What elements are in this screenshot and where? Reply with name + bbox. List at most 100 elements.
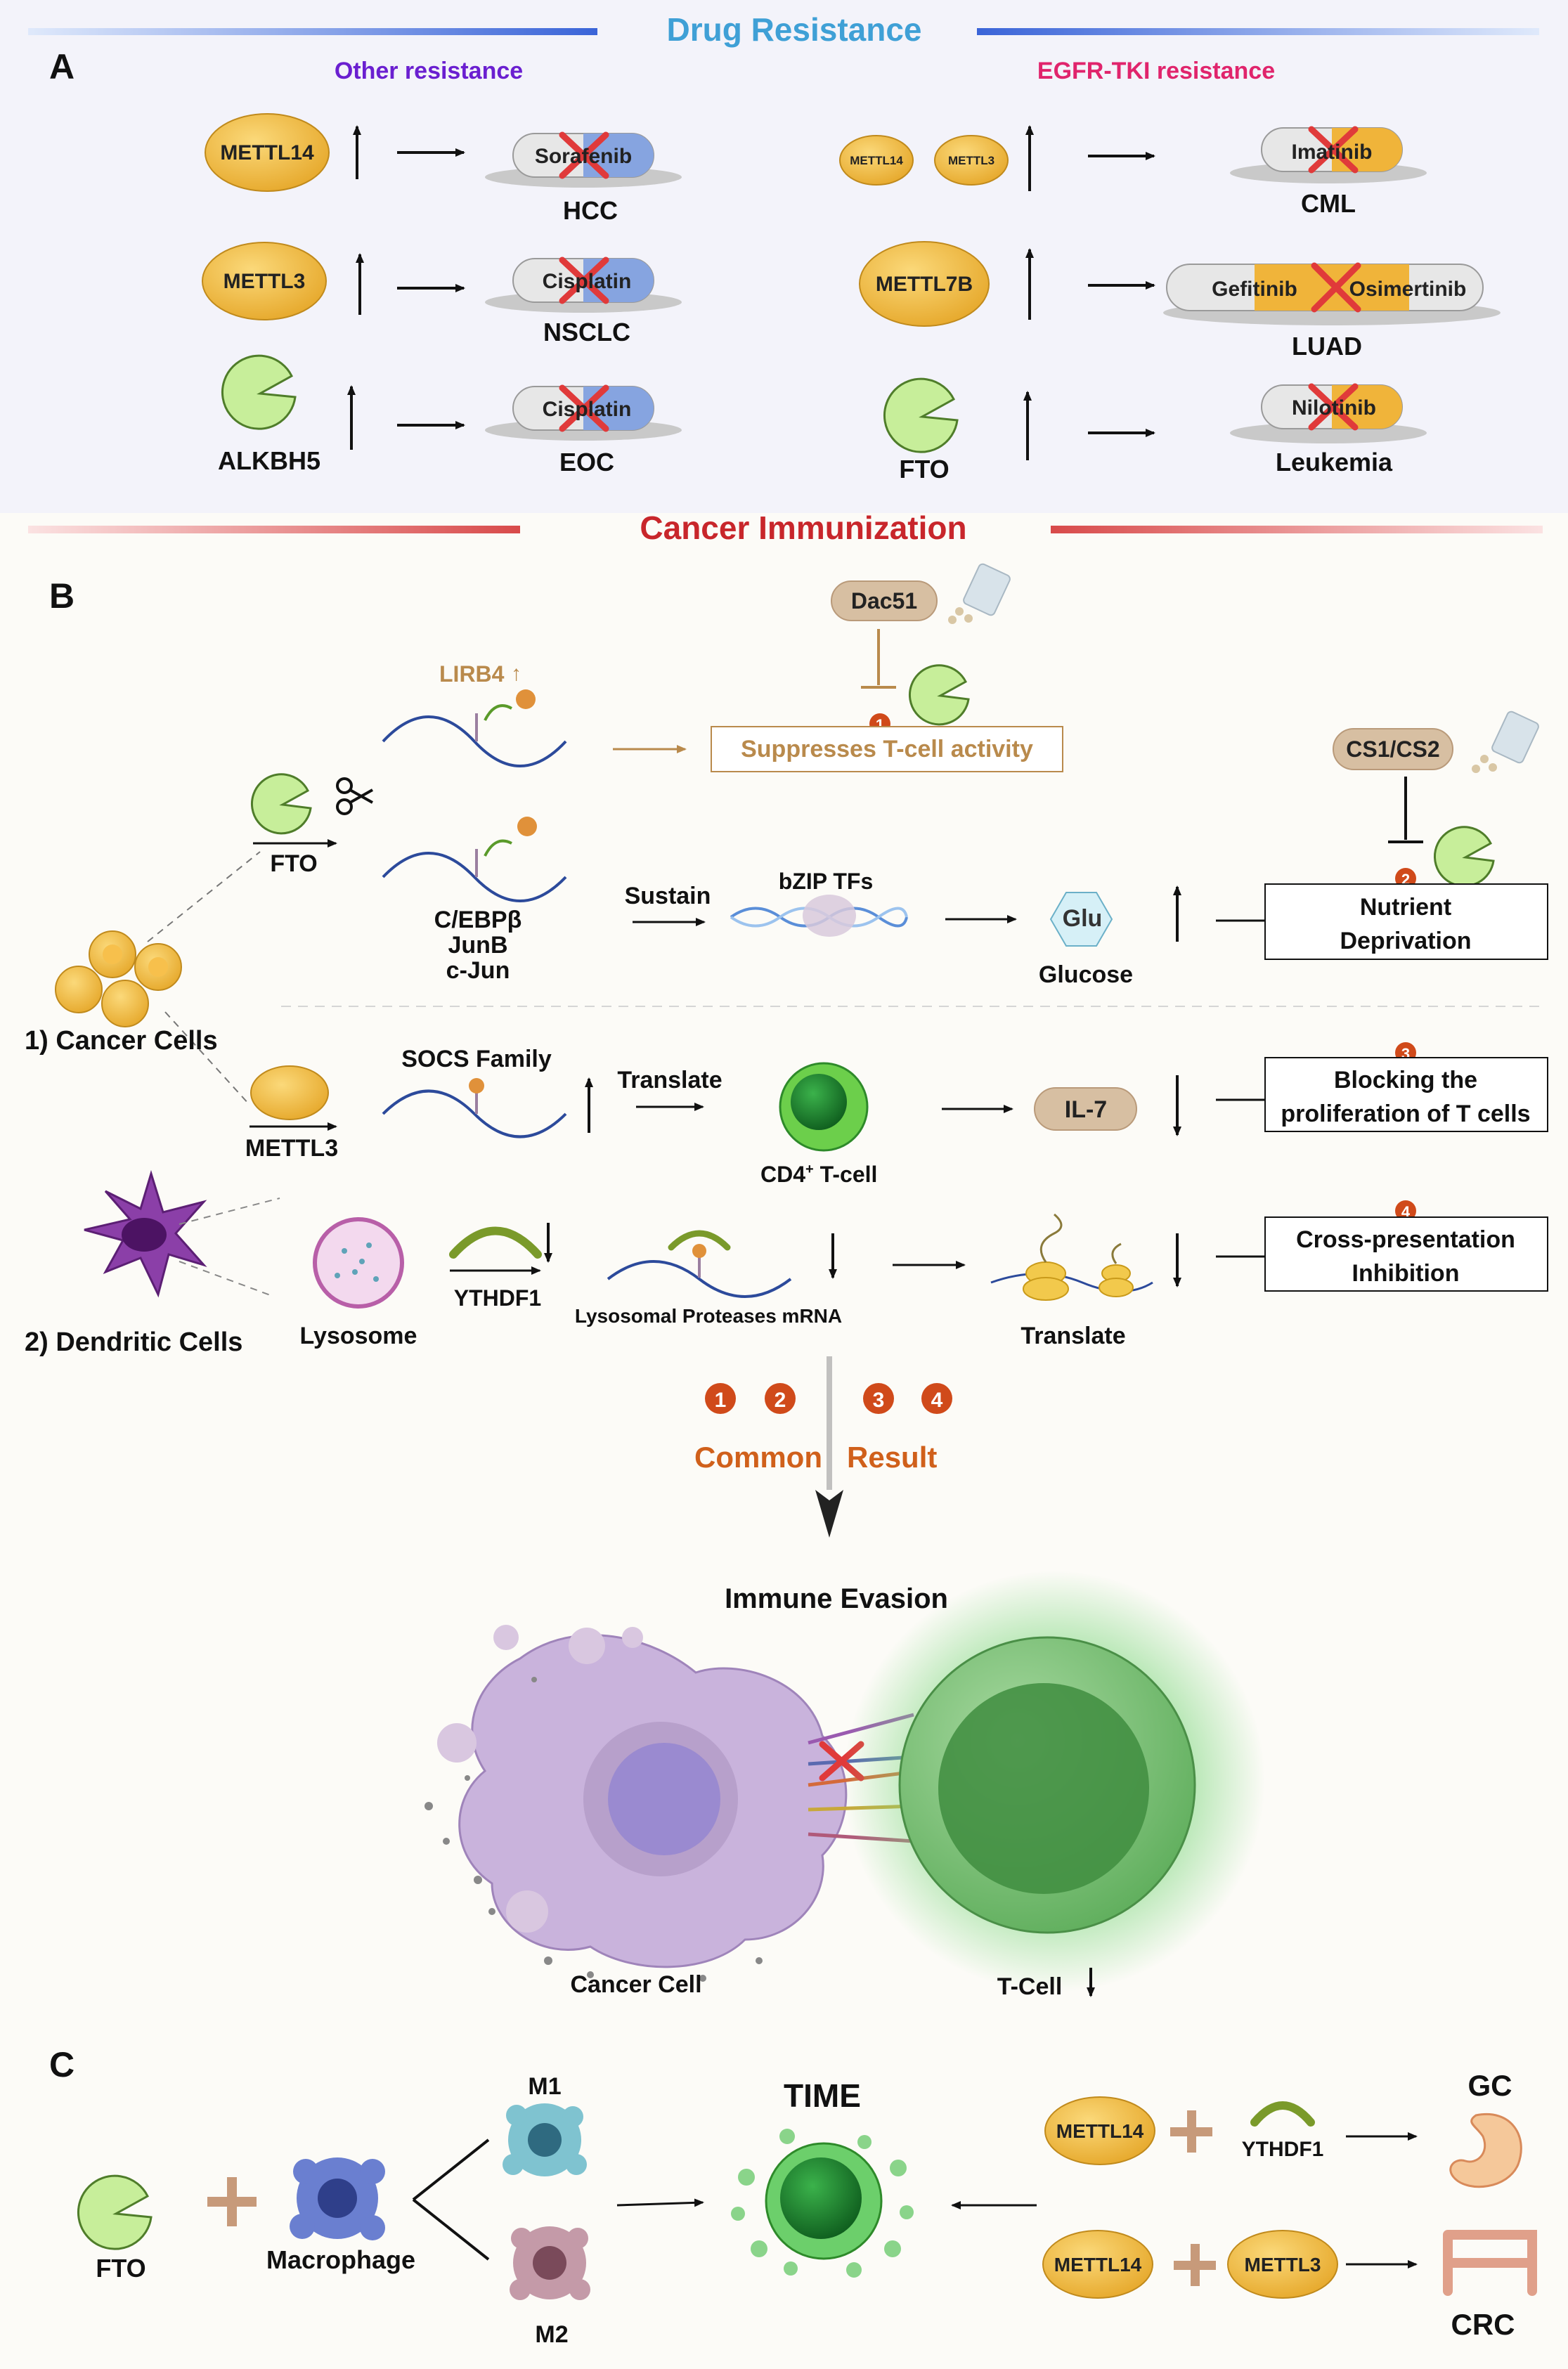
disease-label: LUAD <box>1292 332 1362 361</box>
fto-pacman-icon <box>77 2174 153 2250</box>
enzyme-blob-icon <box>839 135 914 186</box>
drug-label: Gefitinib <box>1212 278 1297 301</box>
disease-label: NSCLC <box>543 318 630 346</box>
cancer-cells-label: 1) Cancer Cells <box>25 1026 218 1056</box>
enzyme-label: ALKBH5 <box>218 446 320 475</box>
enzyme-label: METTL7B <box>876 273 973 296</box>
enzyme-blob-icon <box>1044 2096 1155 2165</box>
blocking-label: Blocking the <box>1334 1067 1477 1093</box>
disease-label: Leukemia <box>1276 448 1393 476</box>
step-number: 3 <box>873 1389 885 1412</box>
step-badge <box>863 1383 894 1414</box>
drug-label: Cisplatin <box>543 398 632 421</box>
pill-capsule-icon <box>512 258 654 303</box>
immune-evasion-label: Immune Evasion <box>725 1583 948 1614</box>
glu-label: Glu <box>1063 905 1103 932</box>
drug-label: Nilotinib <box>1292 396 1376 420</box>
cancer-immunization-banner: Cancer Immunization <box>640 510 966 546</box>
il7-label: IL-7 <box>1065 1096 1107 1123</box>
enzyme-blob-icon <box>205 113 330 192</box>
blocking-label: proliferation of T cells <box>1281 1101 1530 1127</box>
row-mettl14-mettl3-imatinib: METTL14 METTL3 Imatinib CML <box>839 125 1427 218</box>
banner-line-left <box>28 526 520 533</box>
cross-icon <box>559 257 609 304</box>
disease-label: EOC <box>559 448 614 476</box>
plus-icon <box>1174 2244 1216 2286</box>
time-label: TIME <box>784 2077 861 2114</box>
cross-presentation-label: Cross-presentation <box>1296 1226 1515 1253</box>
il7-badge <box>1034 1087 1137 1131</box>
plus-icon <box>207 2177 257 2226</box>
right-arrow-icon <box>616 2198 704 2207</box>
macrophage-icon <box>290 2157 385 2240</box>
socs-label: SOCS Family <box>401 1046 552 1072</box>
enzyme-label: METTL3 <box>223 270 306 293</box>
lirb4-label: LIRB4 <box>439 661 505 687</box>
mettl3-blob-icon <box>250 1065 329 1120</box>
branch-line <box>412 2198 490 2261</box>
m6a-dot-icon <box>516 689 536 709</box>
row-mettl14-sorafenib: METTL14 Sorafenib HCC <box>205 113 682 225</box>
enzyme-label: METTL3 <box>948 154 994 167</box>
fto-pacman-icon <box>883 377 959 453</box>
mettl14-label: METTL14 <box>1054 2254 1142 2276</box>
cd4-nucleus-icon <box>791 1074 847 1130</box>
dashed-connector <box>147 851 261 942</box>
enzyme-label: METTL14 <box>220 141 314 164</box>
down-arrow-icon <box>815 1490 843 1538</box>
suppress-box <box>711 726 1063 772</box>
curved-arrow-icon <box>484 839 512 857</box>
cross-presentation-box <box>1264 1216 1548 1292</box>
lyso-mrna-label: Lysosomal Proteases mRNA <box>575 1305 842 1327</box>
m2-macrophage-icon <box>510 2226 590 2300</box>
result-label: Result <box>847 1441 937 1474</box>
lysosome-contents-icon <box>335 1242 379 1282</box>
scissors-icon <box>336 777 373 815</box>
cross-icon <box>559 384 609 432</box>
disease-label: CML <box>1301 189 1356 218</box>
tcell-nucleus-icon <box>938 1683 1149 1894</box>
cancer-cells-cluster-icon <box>55 930 182 1027</box>
macrophage-label: Macrophage <box>266 2245 415 2274</box>
dashed-connector <box>164 1011 250 1105</box>
cancer-cell-illustration <box>425 1625 848 1982</box>
target-label: c-Jun <box>446 957 510 984</box>
m1-label: M1 <box>528 2073 561 2100</box>
sustain-label: Sustain <box>625 883 711 909</box>
blocking-box <box>1264 1057 1548 1132</box>
dendritic-cell-icon <box>84 1169 207 1298</box>
step-badge <box>765 1383 796 1414</box>
drug-label: Cisplatin <box>543 270 632 293</box>
other-resistance-heading: Other resistance <box>335 58 523 84</box>
dendritic-cells-label: 2) Dendritic Cells <box>25 1328 242 1357</box>
m6a-dot-icon <box>469 1078 484 1093</box>
cross-presentation-label: Inhibition <box>1352 1260 1460 1287</box>
enzyme-blob-icon <box>202 242 327 320</box>
ythdf1-reader-icon <box>668 1230 731 1251</box>
common-label: Common <box>694 1441 822 1474</box>
ythdf1-label: YTHDF1 <box>454 1285 541 1311</box>
translate-label: Translate <box>617 1067 722 1093</box>
enzyme-blob-icon <box>934 135 1009 186</box>
dac51-badge <box>831 580 938 621</box>
cs-label: CS1/CS2 <box>1346 736 1439 762</box>
step-badge <box>1395 1200 1416 1221</box>
cross-icon <box>1308 383 1359 431</box>
row-mettl3-cisplatin: METTL3 Cisplatin NSCLC <box>202 242 682 346</box>
nutrient-label: Deprivation <box>1340 928 1471 954</box>
mettl3-label: METTL3 <box>1245 2254 1321 2276</box>
ythdf1-reader-icon <box>1250 2101 1315 2127</box>
enzyme-blob-icon <box>859 241 990 327</box>
m1-macrophage-icon <box>503 2103 587 2176</box>
tcell-label: T-Cell <box>997 1973 1063 2000</box>
crc-label: CRC <box>1451 2308 1515 2341</box>
row-alkbh5-cisplatin: ALKBH5 Cisplatin EOC <box>218 354 682 476</box>
fto-pacman-icon <box>250 773 312 835</box>
target-label: C/EBPβ <box>434 907 522 933</box>
result-arrow-shaft <box>827 1356 832 1490</box>
drug-label: Sorafenib <box>535 145 632 168</box>
glucose-hexagon-icon <box>1049 892 1113 947</box>
pill-bottle-icon <box>1472 710 1539 773</box>
nutrient-box <box>1264 883 1548 960</box>
ythdf1-reader-icon <box>449 1226 542 1259</box>
